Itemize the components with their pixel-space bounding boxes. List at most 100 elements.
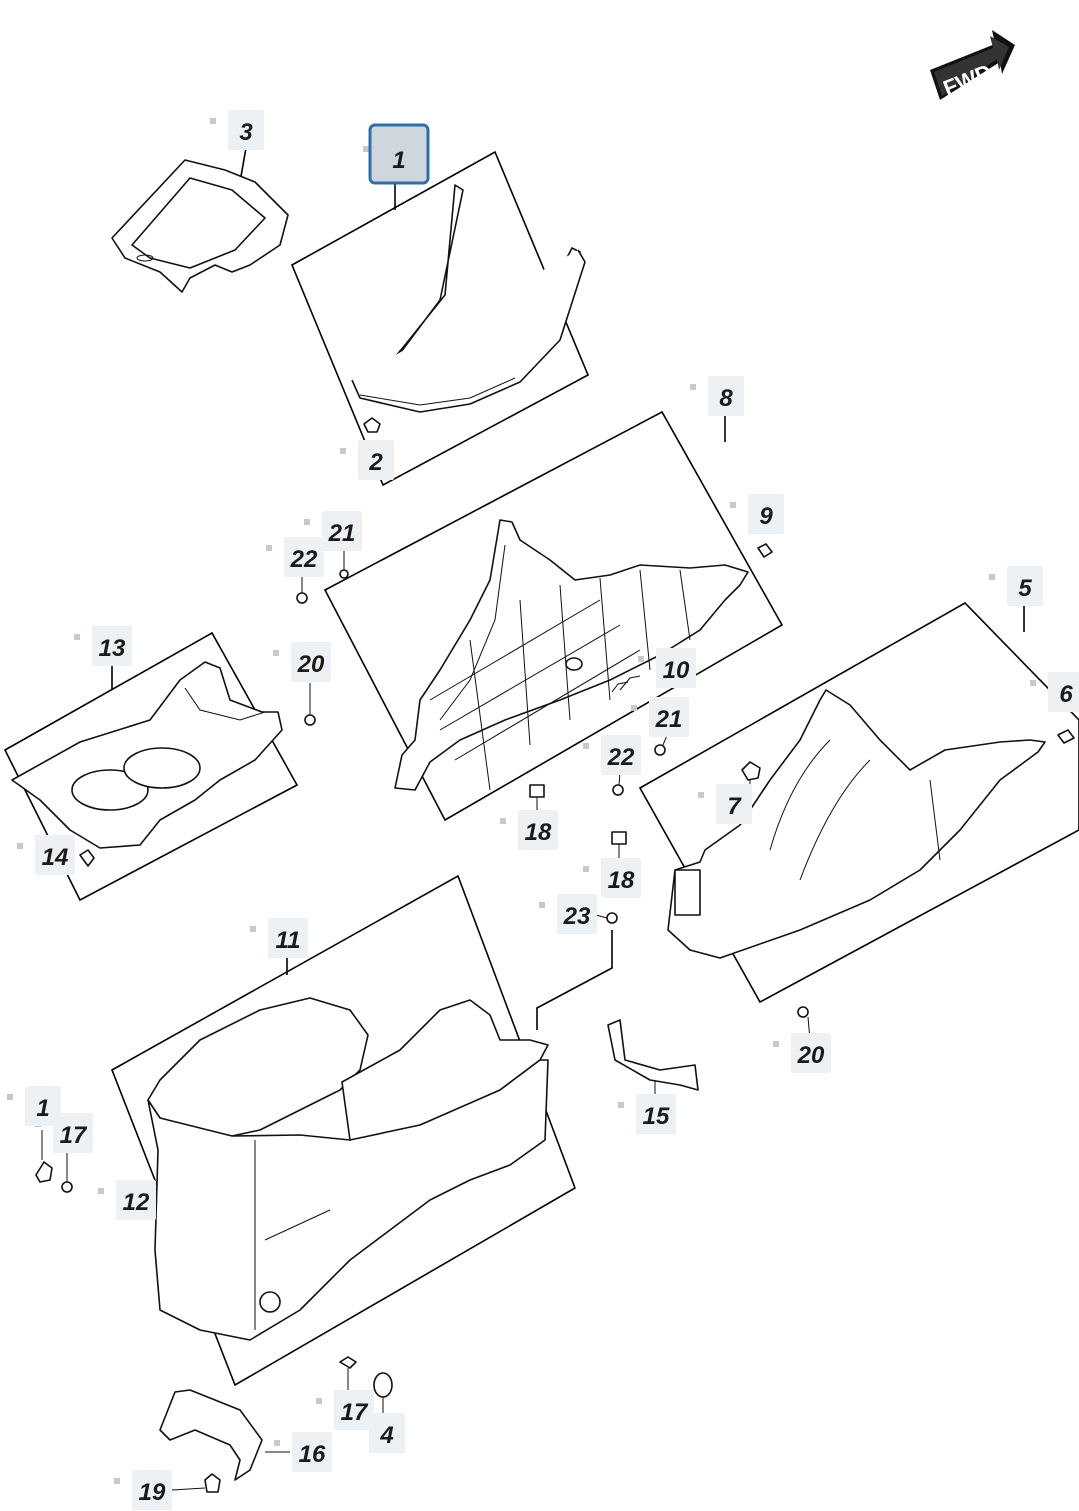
callout-c22a[interactable]: 22 [266, 537, 324, 577]
callout-box [649, 697, 689, 737]
callout-marker [989, 574, 995, 580]
callout-box [656, 648, 696, 688]
callout-c15[interactable]: 15 [618, 1094, 676, 1134]
callout-c4[interactable]: 4 [351, 1413, 405, 1453]
part-3-shift-cover [111, 147, 289, 293]
callout-c8[interactable]: 8 [690, 376, 744, 416]
callout-c11[interactable]: 11 [250, 918, 308, 958]
callout-number: 2 [368, 449, 383, 476]
callout-number: 5 [1018, 575, 1032, 602]
callout-c21b[interactable]: 21 [631, 697, 689, 737]
callout-c1a[interactable]: 1 [363, 123, 430, 185]
callout-marker [1030, 680, 1036, 686]
callout-c6[interactable]: 6 [1030, 672, 1079, 712]
group-box-1 [290, 150, 590, 487]
callout-c16[interactable]: 16 [274, 1432, 332, 1472]
part-20a-screw [304, 683, 316, 726]
callout-number: 18 [525, 819, 552, 846]
part-10-clip [611, 675, 641, 693]
callout-number: 3 [239, 119, 253, 146]
callout-marker [114, 1478, 120, 1484]
callout-number: 10 [663, 657, 690, 684]
part-5-console-side-panel-right [667, 689, 1046, 959]
callout-marker [7, 1094, 13, 1100]
callout-box [557, 894, 597, 934]
callout-box [268, 918, 308, 958]
callout-box [636, 1094, 676, 1134]
part-21b-screw [654, 732, 669, 756]
callout-c21a[interactable]: 21 [304, 511, 362, 551]
callout-c2[interactable]: 2 [340, 440, 394, 480]
callout-marker [250, 926, 256, 932]
fwd-arrow-icon: FWD [930, 30, 1015, 101]
callout-marker [316, 1398, 322, 1404]
callout-c20a[interactable]: 20 [273, 642, 331, 682]
callout-number: 1 [36, 1095, 49, 1122]
callout-c14[interactable]: 14 [17, 835, 75, 875]
callout-box [601, 735, 641, 775]
callout-box [791, 1033, 831, 1073]
callout-box [292, 1432, 332, 1472]
callout-c3[interactable]: 3 [210, 110, 264, 150]
callout-box [748, 494, 784, 534]
part-15-bracket [607, 1019, 699, 1100]
callout-marker [266, 545, 272, 551]
callout-box [228, 110, 264, 150]
callout-number: 22 [290, 546, 318, 573]
callout-number: 21 [328, 520, 356, 547]
callout-box [1048, 672, 1079, 712]
callout-c19[interactable]: 19 [114, 1470, 172, 1510]
callout-marker [273, 650, 279, 656]
callout-c20b[interactable]: 20 [773, 1033, 831, 1073]
callout-number: 16 [299, 1441, 326, 1468]
callout-c17b[interactable]: 17 [316, 1390, 374, 1430]
part-6-pin [1057, 729, 1075, 744]
callout-c5[interactable]: 5 [989, 566, 1043, 606]
callout-c18b[interactable]: 18 [583, 858, 641, 898]
callout-marker [690, 384, 696, 390]
callout-number: 1 [392, 147, 405, 174]
callout-marker [17, 843, 23, 849]
callout-marker [363, 146, 369, 152]
callout-marker [730, 502, 736, 508]
callout-number: 20 [297, 651, 325, 678]
callout-box [322, 511, 362, 551]
callout-marker [638, 656, 644, 662]
part-1b-clip [35, 1130, 53, 1183]
callout-marker [98, 1188, 104, 1194]
callout-c13[interactable]: 13 [74, 626, 132, 666]
part-23-screw [595, 912, 618, 924]
callout-number: 8 [719, 385, 733, 412]
callout-c1b[interactable]: 1 [7, 1086, 61, 1126]
callout-c9[interactable]: 9 [730, 494, 784, 534]
callout-number: 20 [797, 1042, 825, 1069]
part-11-armrest-console [147, 997, 549, 1341]
callout-c10[interactable]: 10 [638, 648, 696, 688]
callout-number: 6 [1059, 681, 1073, 708]
callout-marker [583, 743, 589, 749]
part-8-console-side-panel [394, 519, 749, 791]
callout-c23[interactable]: 23 [539, 894, 597, 934]
callout-c7[interactable]: 7 [698, 784, 752, 824]
part-22a-screw [296, 575, 308, 604]
callout-box [132, 1470, 172, 1510]
callout-c12[interactable]: 12 [98, 1180, 156, 1220]
group-box-8 [323, 410, 784, 822]
callout-number: 14 [42, 844, 69, 871]
callout-box [53, 1113, 93, 1153]
callout-number: 21 [655, 706, 683, 733]
part-18b-nut [611, 831, 627, 860]
callout-c22b[interactable]: 22 [583, 735, 641, 775]
callout-box [92, 626, 132, 666]
callout-c17a[interactable]: 17 [35, 1113, 93, 1153]
callout-box [291, 642, 331, 682]
callout-marker [618, 1102, 624, 1108]
callout-c18a[interactable]: 18 [500, 810, 558, 850]
callout-marker [773, 1041, 779, 1047]
part-4-cap [373, 1372, 393, 1420]
part-1-shift-bezel [351, 184, 586, 413]
callout-number: 17 [341, 1399, 369, 1426]
callout-number: 11 [276, 927, 301, 954]
callout-box [708, 376, 744, 416]
